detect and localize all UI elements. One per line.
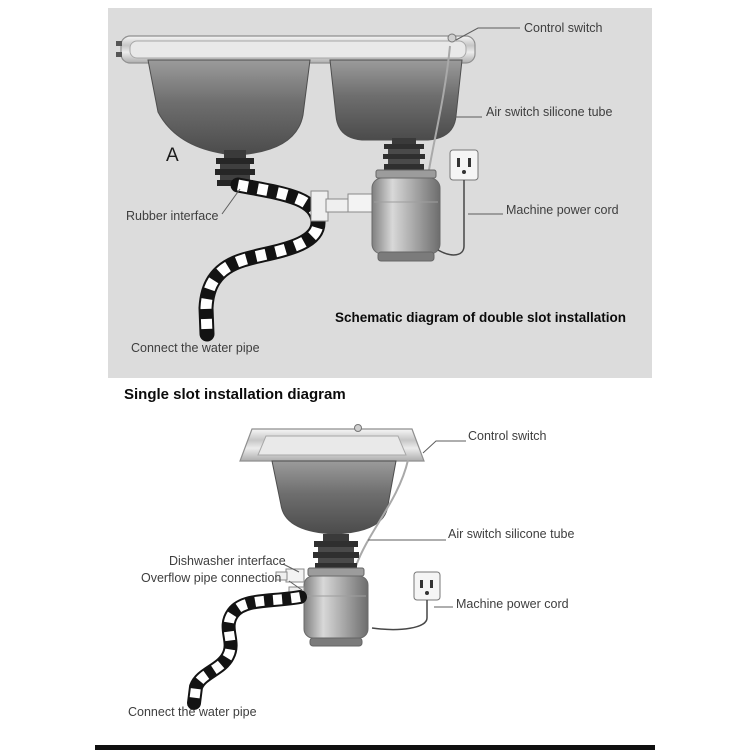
label-connect-water-pipe-double: Connect the water pipe <box>131 341 260 355</box>
single-sink-graphic <box>239 424 425 535</box>
water-pipe-hose-graphic-single <box>187 590 307 710</box>
label-connect-water-pipe-single: Connect the water pipe <box>128 705 257 719</box>
disposal-unit-graphic-single <box>303 534 369 647</box>
title-double-slot: Schematic diagram of double slot install… <box>335 310 627 325</box>
label-control-switch-double: Control switch <box>524 21 603 35</box>
double-sink-graphic <box>116 33 476 156</box>
control-switch-button-single <box>354 424 362 432</box>
label-machine-power-cord-double: Machine power cord <box>506 203 619 217</box>
power-cord-graphic <box>437 180 465 256</box>
power-outlet-graphic-single <box>413 571 441 601</box>
label-control-switch-single: Control switch <box>468 429 547 443</box>
water-pipe-hose-graphic <box>198 177 326 342</box>
label-air-switch-tube-single: Air switch silicone tube <box>448 527 575 541</box>
title-single-slot: Single slot installation diagram <box>124 386 346 403</box>
air-switch-tube-graphic <box>428 45 451 171</box>
label-rubber-interface: Rubber interface <box>126 209 219 223</box>
single-slot-leader-lines <box>282 440 466 608</box>
label-overflow-pipe-connection: Overflow pipe connection <box>141 571 282 585</box>
double-slot-leader-lines <box>221 27 520 215</box>
air-switch-tube-graphic-single <box>355 459 409 567</box>
label-air-switch-tube-double: Air switch silicone tube <box>486 105 613 119</box>
power-outlet-graphic <box>449 149 479 181</box>
bottom-bar <box>95 745 655 750</box>
label-machine-power-cord-single: Machine power cord <box>456 597 569 611</box>
power-cord-graphic-single <box>371 600 428 631</box>
control-switch-button <box>447 33 457 43</box>
disposal-unit-graphic <box>371 138 441 262</box>
label-dishwasher-interface: Dishwasher interface <box>169 554 286 568</box>
marker-a: A <box>166 145 179 166</box>
